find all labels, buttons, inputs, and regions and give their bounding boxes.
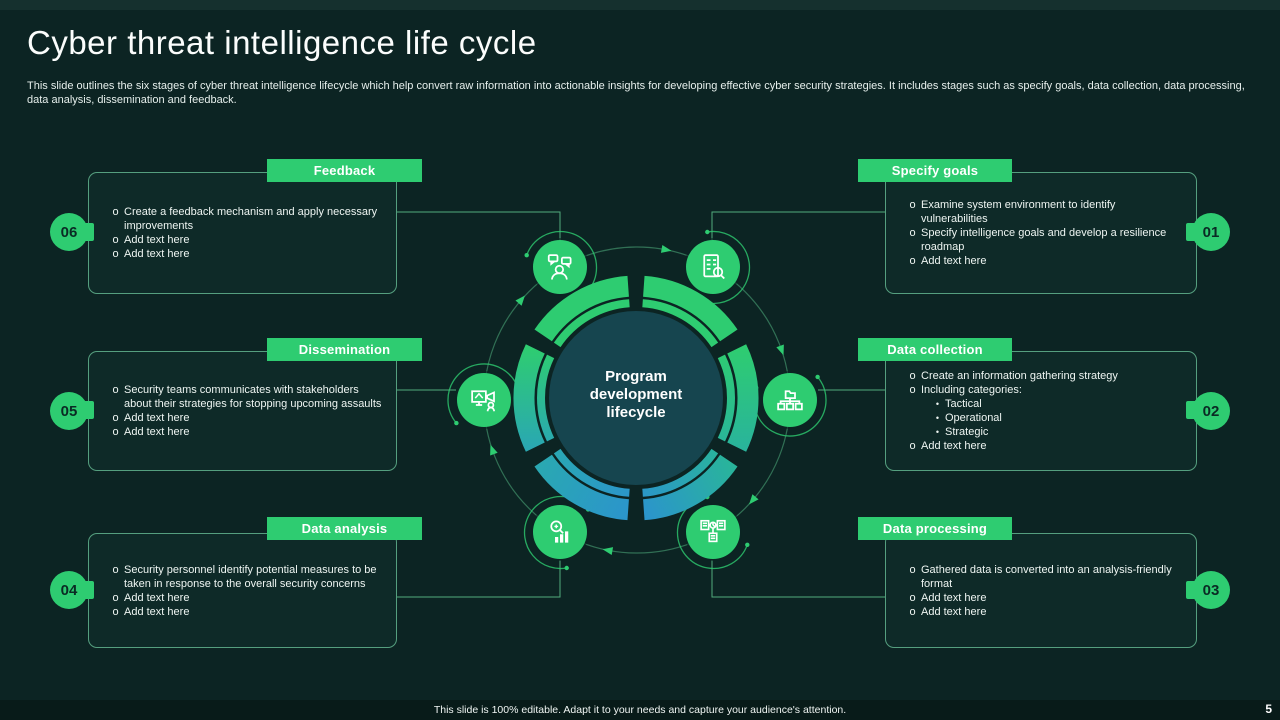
stage-label-data-analysis: Data analysis xyxy=(267,517,422,540)
folder-tree-icon xyxy=(775,385,805,415)
ring-inner-band xyxy=(537,299,735,497)
specify-goals-node xyxy=(686,240,740,294)
slide-subtitle: This slide outlines the six stages of cy… xyxy=(27,80,1245,106)
connector-lines xyxy=(395,211,885,598)
stage-label-data-processing: Data processing xyxy=(858,517,1012,540)
page-title: Cyber threat intelligence life cycle xyxy=(27,24,537,61)
stage-number-03: 03 xyxy=(1192,571,1230,609)
stage-label-dissemination: Dissemination xyxy=(267,338,422,361)
person-chat-icon xyxy=(545,252,575,282)
ring-outer-band xyxy=(513,275,759,521)
magnifier-chart-icon xyxy=(545,517,575,547)
stage-number-04: 04 xyxy=(50,571,88,609)
hub-circle xyxy=(549,311,723,485)
bullet-item: •Operational xyxy=(935,412,1002,424)
stage-label-specify-goals: Specify goals xyxy=(858,159,1012,182)
dissemination-node xyxy=(457,373,511,427)
page-number: 5 xyxy=(1265,702,1272,716)
data-collection-node xyxy=(763,373,817,427)
stage-label-data-collection: Data collection xyxy=(858,338,1012,361)
slide-top-strip xyxy=(0,0,1280,10)
footer-note: This slide is 100% editable. Adapt it to… xyxy=(433,704,847,716)
bullet-item: •Tactical xyxy=(935,398,982,410)
data-processing-node xyxy=(686,505,740,559)
broadcast-monitor-icon xyxy=(469,385,499,415)
checklist-magnifier-icon xyxy=(698,252,728,282)
stage-number-01: 01 xyxy=(1192,213,1230,251)
stage-number-05: 05 xyxy=(50,392,88,430)
hub-label: Program development lifecycle xyxy=(589,368,683,421)
flow-arrowheads xyxy=(490,245,784,555)
footer-bar xyxy=(0,700,1280,720)
stage-number-06: 06 xyxy=(50,213,88,251)
stage-number-02: 02 xyxy=(1192,392,1230,430)
feedback-node xyxy=(533,240,587,294)
server-network-icon xyxy=(698,517,728,547)
data-analysis-node xyxy=(533,505,587,559)
bullet-item: •Strategic xyxy=(935,426,989,438)
stage-label-feedback: Feedback xyxy=(267,159,422,182)
